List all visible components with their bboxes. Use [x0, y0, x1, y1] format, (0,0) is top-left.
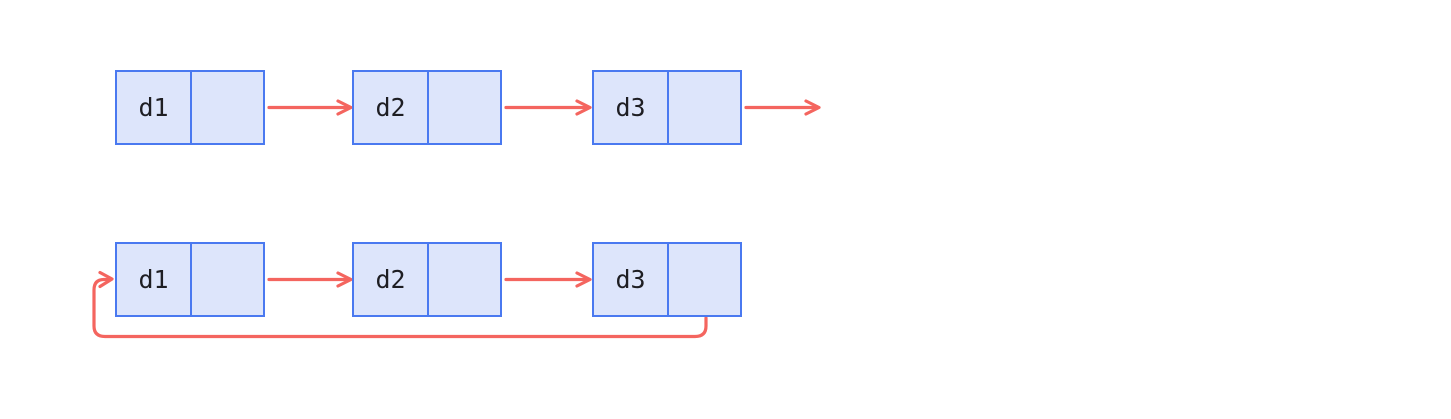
node-pointer-cell	[427, 244, 500, 315]
node-data-cell: d3	[594, 72, 667, 143]
next-pointer-arrow	[267, 271, 353, 288]
node-data-cell: d3	[594, 244, 667, 315]
list-node: d3	[592, 70, 742, 145]
node-data-cell: d2	[354, 244, 427, 315]
node-label: d2	[375, 265, 406, 294]
node-pointer-cell	[190, 244, 263, 315]
node-data-cell: d1	[117, 244, 190, 315]
list-node: d3	[592, 242, 742, 317]
node-pointer-cell	[427, 72, 500, 143]
node-data-cell: d1	[117, 72, 190, 143]
null-pointer-arrow	[744, 99, 821, 116]
node-pointer-cell	[667, 244, 740, 315]
node-label: d3	[615, 265, 646, 294]
node-label: d2	[375, 93, 406, 122]
node-data-cell: d2	[354, 72, 427, 143]
list-node: d1	[115, 242, 265, 317]
node-pointer-cell	[667, 72, 740, 143]
node-label: d3	[615, 93, 646, 122]
next-pointer-arrow	[504, 99, 592, 116]
node-label: d1	[138, 265, 169, 294]
next-pointer-arrow	[267, 99, 353, 116]
node-pointer-cell	[190, 72, 263, 143]
list-node: d1	[115, 70, 265, 145]
next-pointer-arrow	[504, 271, 592, 288]
list-node: d2	[352, 70, 502, 145]
node-label: d1	[138, 93, 169, 122]
list-node: d2	[352, 242, 502, 317]
